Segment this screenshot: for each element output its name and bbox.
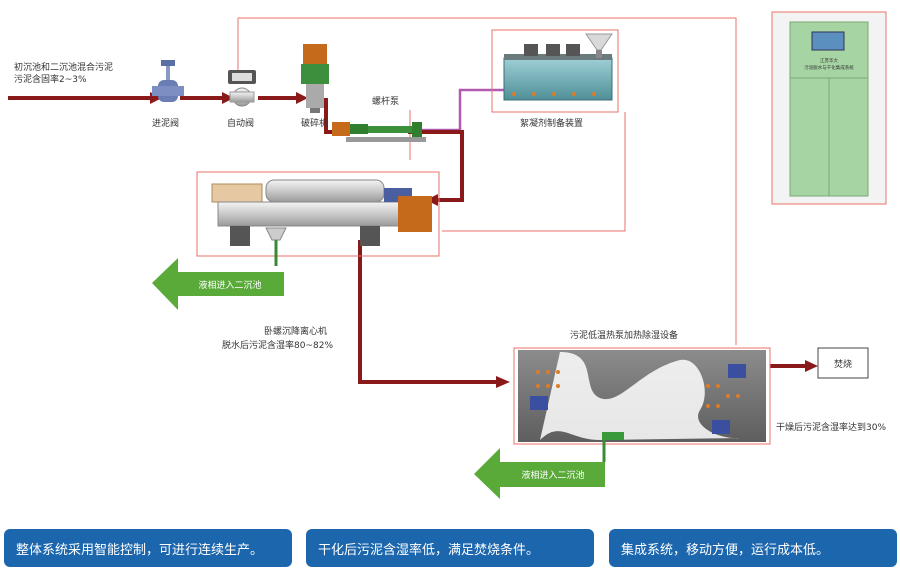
liquid-arrow-upper-label: 液相进入二沉池 xyxy=(198,279,261,291)
inlet-valve-icon xyxy=(152,60,184,102)
centrifuge-moisture-label: 脱水后污泥含湿率80~82% xyxy=(222,341,333,351)
incineration-label: 焚烧 xyxy=(834,358,852,370)
dryer-moisture-label: 干燥后污泥含湿率达到30% xyxy=(776,423,887,433)
crusher-icon xyxy=(301,44,329,113)
dryer-icon xyxy=(518,350,766,442)
control-line-top xyxy=(238,17,737,345)
control-cabinet-icon xyxy=(789,21,869,197)
crusher-label: 破碎机 xyxy=(301,119,329,129)
control-line-centrifuge xyxy=(442,112,626,232)
screw-pump-label: 螺杆泵 xyxy=(372,97,400,107)
dryer-frame xyxy=(513,347,771,445)
footer-pill-2: 干化后污泥含湿率低，满足焚烧条件。 xyxy=(306,529,594,567)
flocculant-line xyxy=(422,88,505,132)
inlet-valve-label: 进泥阀 xyxy=(152,119,180,129)
flocculant-unit-frame xyxy=(491,29,619,113)
incineration-box xyxy=(817,347,869,379)
auto-valve-icon xyxy=(228,70,256,107)
footer-pill-1: 整体系统采用智能控制，可进行连续生产。 xyxy=(4,529,292,567)
auto-valve-label: 自动阀 xyxy=(227,119,255,129)
centrifuge-icon xyxy=(211,179,432,246)
centrifuge-label: 卧螺沉降离心机 xyxy=(264,327,328,337)
control-lines xyxy=(237,17,737,345)
dryer-label: 污泥低温热泵加热除湿设备 xyxy=(570,331,679,341)
input-label-line2: 污泥含固率2~3% xyxy=(14,75,87,85)
sludge-pipeline xyxy=(8,96,805,384)
input-label-line1: 初沉池和二沉池混合污泥 xyxy=(14,63,114,73)
cabinet-label-line1: 江苏华大 xyxy=(820,57,838,64)
liquid-arrow-upper xyxy=(152,258,284,310)
footer-pill-3: 集成系统，移动方便，运行成本低。 xyxy=(609,529,897,567)
cabinet-label-line2: 污泥脱水与干化集成系统 xyxy=(804,64,854,71)
flocculant-unit-icon xyxy=(503,33,613,101)
screw-pump-icon xyxy=(332,122,426,142)
liquid-arrow-lower xyxy=(474,448,605,499)
liquid-arrow-lower-label: 液相进入二沉池 xyxy=(521,469,584,481)
flocculant-unit-label: 絮凝剂制备装置 xyxy=(520,119,584,129)
flow-arrowheads xyxy=(150,92,818,388)
centrifuge-frame xyxy=(196,171,440,257)
